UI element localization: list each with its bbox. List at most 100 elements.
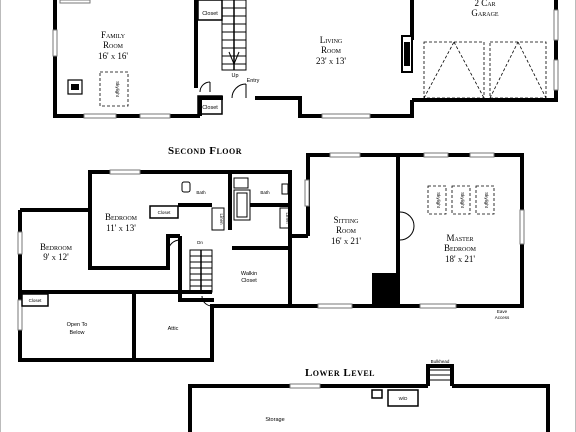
window bbox=[419, 303, 457, 309]
garage-doors bbox=[423, 41, 547, 99]
fireplace-hearth bbox=[404, 42, 410, 66]
window bbox=[317, 303, 353, 309]
window bbox=[109, 169, 141, 175]
window bbox=[469, 152, 495, 158]
window bbox=[83, 113, 117, 119]
closet-top-box bbox=[197, 0, 223, 21]
open-to-below-label-2: Below bbox=[70, 330, 85, 336]
utility-box bbox=[371, 389, 383, 399]
closet-bottom-box bbox=[197, 95, 223, 115]
bulkhead-label: Bulkhead bbox=[431, 359, 450, 364]
skylight-label: Skylight bbox=[460, 192, 465, 209]
bath-fixtures bbox=[181, 177, 291, 231]
window bbox=[553, 59, 559, 91]
skylight-family bbox=[99, 71, 129, 107]
sitting-top-wall bbox=[306, 153, 398, 236]
family-room-dims: 16' x 16' bbox=[98, 51, 128, 61]
closet-mid-box bbox=[149, 205, 179, 219]
access-label: Access bbox=[495, 315, 510, 320]
second-floor-heading: Second Floor bbox=[168, 145, 242, 157]
linen-1-label: Linen bbox=[219, 213, 224, 225]
window bbox=[423, 152, 449, 158]
entry-label: Entry bbox=[247, 78, 260, 84]
door bbox=[201, 295, 213, 307]
bedroom-left-label: Bedroom bbox=[40, 242, 73, 252]
bedroom-mid-dims: 11' x 13' bbox=[106, 223, 136, 233]
master-bedroom-label: Master bbox=[446, 233, 473, 243]
garage-label: 2 Car bbox=[474, 0, 495, 8]
second-floor: Skylight Skylight Skylight Bedroom 9' x … bbox=[17, 152, 525, 362]
chimney bbox=[372, 273, 396, 305]
window bbox=[519, 209, 525, 245]
window bbox=[17, 299, 23, 331]
bath-2-label: Bath bbox=[260, 190, 270, 195]
stairs-first bbox=[221, 0, 247, 71]
up-label: Up bbox=[231, 73, 238, 79]
sitting-room-dims: 16' x 21' bbox=[331, 236, 361, 246]
skylight-label: Skylight bbox=[436, 192, 441, 209]
sitting-room-label-2: Room bbox=[336, 225, 357, 235]
skylight-master bbox=[451, 185, 471, 215]
closet-top-label: Closet bbox=[202, 11, 218, 17]
window bbox=[17, 231, 23, 255]
sitting-left-wall bbox=[288, 234, 308, 306]
wd-label: W/D bbox=[399, 396, 408, 401]
bedroom-mid-label: Bedroom bbox=[105, 212, 138, 222]
living-room-wall bbox=[255, 96, 414, 118]
lower-wall-left bbox=[188, 384, 428, 432]
bedroom-top-wall bbox=[20, 170, 292, 236]
family-room-label-2: Room bbox=[103, 40, 124, 50]
window bbox=[52, 29, 58, 57]
bedroom-left-dims: 9' x 12' bbox=[43, 252, 69, 262]
living-room-label-2: Room bbox=[321, 45, 342, 55]
sitting-room-label: Sitting bbox=[334, 215, 360, 225]
open-to-below-label: Open To bbox=[67, 322, 88, 328]
window bbox=[553, 9, 559, 41]
bulkhead-wall bbox=[426, 364, 454, 386]
lower-wall-right bbox=[452, 384, 550, 432]
living-room-label: Living bbox=[320, 35, 343, 45]
master-bedroom-dims: 18' x 21' bbox=[445, 254, 475, 264]
closet-mid-label: Closet bbox=[158, 210, 172, 215]
wd-box bbox=[387, 389, 419, 407]
skylight-master bbox=[475, 185, 495, 215]
master-wall bbox=[290, 153, 524, 308]
skylight-master bbox=[427, 185, 447, 215]
closet-left-box bbox=[21, 293, 49, 307]
door bbox=[199, 81, 211, 93]
living-room-dims: 23' x 13' bbox=[316, 56, 346, 66]
window bbox=[304, 179, 310, 207]
first-floor: Skylight Family Room 16' x 16' Living Ro… bbox=[52, 0, 559, 119]
lower-level-heading: Lower Level bbox=[305, 367, 375, 379]
family-room-label: Family bbox=[101, 30, 126, 40]
door bbox=[399, 211, 415, 227]
bath-1-label: Bath bbox=[196, 190, 206, 195]
garage-label-2: Garage bbox=[471, 8, 499, 18]
door bbox=[167, 239, 181, 253]
attic-label: Attic bbox=[168, 326, 179, 332]
window bbox=[59, 0, 91, 4]
closet-left-label: Closet bbox=[29, 298, 43, 303]
walkin-closet-label: Walkin bbox=[241, 271, 257, 277]
bedroom-mid-wall bbox=[88, 210, 180, 270]
closet-bottom-label: Closet bbox=[202, 105, 218, 111]
skylight-label: Skylight bbox=[484, 192, 489, 209]
door bbox=[399, 225, 415, 241]
window bbox=[321, 113, 371, 119]
stove-body bbox=[71, 84, 79, 90]
dn-label: Dn bbox=[197, 240, 203, 245]
entry-door bbox=[231, 83, 247, 99]
entry-wall bbox=[198, 96, 223, 116]
window bbox=[329, 152, 361, 158]
skylight-label: Skylight bbox=[115, 81, 120, 98]
second-floor-outer-bottom bbox=[18, 210, 290, 362]
storage-label: Storage bbox=[265, 417, 284, 423]
walkin-closet-label-2: Closet bbox=[241, 278, 257, 284]
stairs-second bbox=[189, 249, 213, 293]
lower-level: Storage W/D Bulkhead bbox=[188, 359, 550, 432]
master-bedroom-label-2: Bedroom bbox=[444, 243, 477, 253]
eave-label: Eave bbox=[497, 309, 508, 314]
window bbox=[289, 383, 321, 389]
window bbox=[139, 113, 171, 119]
